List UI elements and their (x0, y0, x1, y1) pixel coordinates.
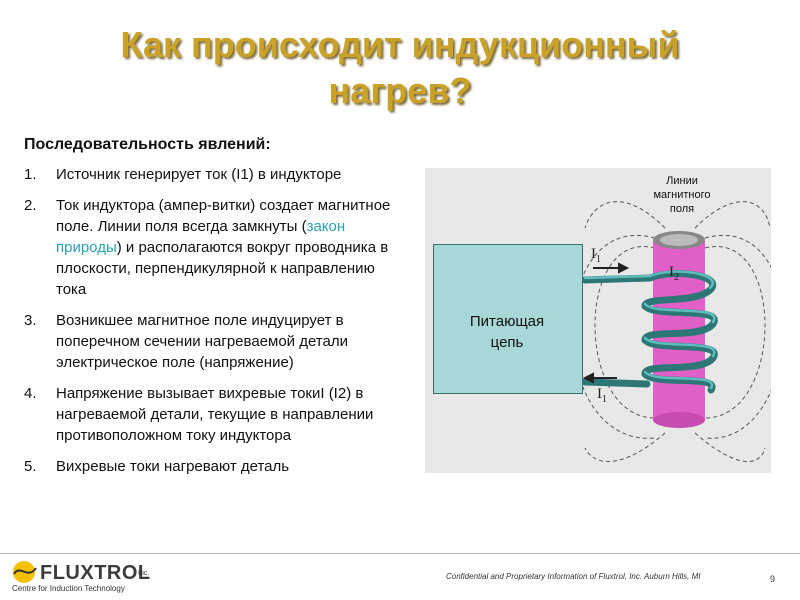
step-item: 2. Ток индуктора (ампер-витки) создает м… (24, 195, 409, 300)
step-text: Напряжение вызывает вихревые токиI (I2) … (56, 385, 374, 444)
logo-inc: Inc. (138, 570, 150, 577)
field-lines-label: Линии магнитного поля (653, 175, 711, 215)
current-i1-top-label: I1 (591, 246, 601, 265)
magnetic-field-lines (572, 201, 771, 462)
step-text-before: Ток индуктора (ампер-витки) создает магн… (56, 197, 391, 235)
confidential-notice: Confidential and Proprietary Information… (446, 572, 701, 581)
fluxtrol-logo: FLUXTROL Inc. Centre for Induction Techn… (6, 560, 156, 596)
title-line-2: нагрев? (328, 70, 472, 111)
step-item: 1. Источник генерирует ток (I1) в индукт… (24, 164, 409, 185)
power-circuit-label: Питающая цепь (469, 313, 545, 351)
step-number: 4. (24, 385, 37, 402)
logo-tagline: Centre for Induction Technology (12, 584, 125, 593)
page-number: 9 (770, 574, 776, 584)
step-text-after: ) и располагаются вокруг проводника в пл… (56, 239, 389, 298)
current-i1-bottom-label: I1 (597, 386, 607, 405)
induction-diagram: Питающая цепь Линии магнитного поля I1 I… (425, 168, 771, 473)
current-arrows (582, 262, 630, 384)
step-item: 5. Вихревые токи нагревают деталь (24, 456, 409, 477)
coil-highlight (583, 270, 716, 390)
law-of-nature-link[interactable]: закон природы (56, 218, 346, 256)
step-text: Источник генерирует ток (I1) в индукторе (56, 166, 342, 183)
logo-wordmark: FLUXTROL (40, 562, 151, 584)
step-text: Вихревые токи нагревают деталь (56, 458, 290, 475)
step-text: Возникшее магнитное поле индуцирует в по… (56, 312, 348, 371)
diagram-drawing (572, 201, 771, 462)
logo-emblem-icon (13, 561, 37, 583)
current-i2-label: I2 (669, 264, 679, 283)
power-circuit-box (433, 244, 583, 394)
steps-list: 1. Источник генерирует ток (I1) в индукт… (24, 164, 409, 487)
step-number: 1. (24, 166, 37, 183)
footer-divider (0, 553, 800, 554)
title-line-1: Как происходит индукционный (120, 24, 680, 65)
step-number: 2. (24, 197, 37, 214)
step-number: 5. (24, 458, 37, 475)
sequence-heading: Последовательность явлений: (24, 136, 271, 153)
step-number: 3. (24, 312, 37, 329)
step-item: 4. Напряжение вызывает вихревые токиI (I… (24, 383, 409, 446)
step-item: 3. Возникшее магнитное поле индуцирует в… (24, 310, 409, 373)
slide-title: Как происходит индукционный нагрев? (0, 22, 800, 114)
